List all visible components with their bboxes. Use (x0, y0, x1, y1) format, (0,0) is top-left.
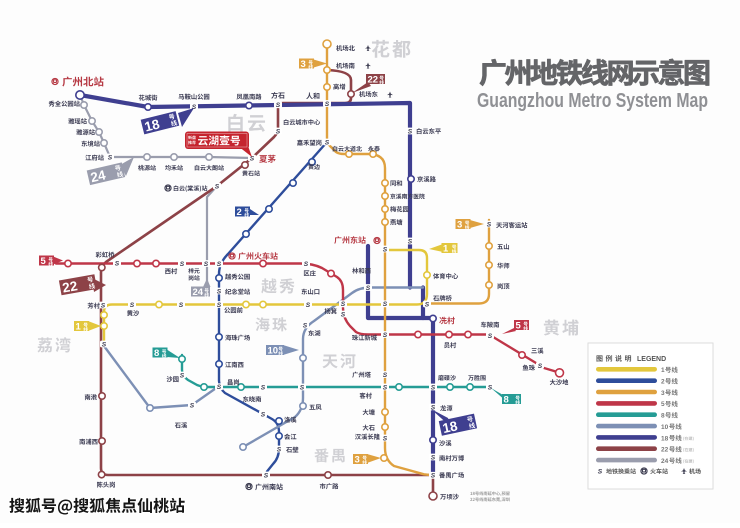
svg-text:S: S (431, 454, 436, 461)
svg-text:S: S (217, 302, 222, 309)
svg-text:S: S (264, 472, 269, 479)
svg-text:S: S (102, 341, 107, 348)
svg-text:2: 2 (661, 379, 665, 386)
svg-text:S: S (101, 302, 106, 309)
svg-text:S: S (431, 404, 436, 411)
svg-text:5: 5 (41, 256, 47, 267)
svg-text:5: 5 (661, 401, 665, 408)
svg-text:S: S (341, 301, 346, 308)
svg-text:2: 2 (237, 207, 242, 218)
svg-text:S: S (431, 384, 436, 391)
svg-text:S: S (383, 246, 388, 253)
svg-text:S: S (383, 384, 388, 391)
svg-text:S: S (215, 183, 220, 190)
svg-text:S: S (538, 363, 543, 370)
svg-text:S: S (325, 139, 330, 146)
svg-text:S: S (277, 446, 282, 453)
svg-text:S: S (383, 372, 388, 379)
svg-text:18: 18 (441, 418, 459, 436)
svg-text:S: S (130, 302, 135, 309)
svg-text:3: 3 (355, 454, 360, 465)
svg-text:S: S (115, 260, 120, 267)
svg-text:S: S (108, 154, 113, 161)
svg-text:S: S (488, 333, 493, 340)
svg-text:S: S (425, 301, 430, 308)
svg-text:S: S (300, 384, 305, 391)
svg-text:S: S (250, 155, 255, 162)
svg-text:S: S (325, 101, 330, 108)
svg-text:10: 10 (268, 345, 279, 356)
svg-text:S: S (190, 402, 195, 409)
svg-text:18: 18 (143, 116, 162, 134)
svg-text:S: S (366, 285, 371, 292)
svg-text:S: S (217, 384, 222, 391)
svg-text:S: S (383, 301, 388, 308)
svg-text:3: 3 (457, 219, 462, 230)
svg-text:S: S (179, 302, 184, 309)
svg-text:S: S (306, 302, 311, 309)
svg-text:1: 1 (76, 321, 82, 332)
svg-text:22: 22 (661, 447, 669, 454)
svg-text:Guangzhou Metro System Map: Guangzhou Metro System Map (477, 89, 708, 112)
svg-text:S: S (261, 384, 266, 391)
svg-text:3: 3 (661, 390, 665, 397)
svg-text:S: S (341, 311, 346, 318)
svg-text:S: S (180, 261, 185, 268)
svg-text:8: 8 (504, 394, 509, 405)
svg-text:10: 10 (661, 424, 669, 431)
svg-text:8: 8 (661, 413, 665, 420)
svg-text:S: S (180, 372, 185, 379)
svg-text:S: S (217, 288, 222, 295)
svg-text:S: S (204, 261, 209, 268)
svg-text:S: S (408, 238, 413, 245)
svg-text:S: S (217, 261, 222, 268)
svg-text:18: 18 (661, 435, 669, 442)
svg-text:1: 1 (661, 367, 665, 374)
svg-text:S: S (408, 128, 413, 135)
svg-text:S: S (383, 435, 388, 442)
svg-text:S: S (488, 384, 493, 391)
svg-text:24: 24 (661, 458, 669, 465)
svg-text:LEGEND: LEGEND (637, 356, 666, 363)
svg-text:24: 24 (193, 287, 204, 298)
svg-text:S: S (383, 332, 388, 339)
svg-text:S: S (261, 411, 266, 418)
svg-text:S: S (598, 468, 603, 475)
svg-text:S: S (276, 128, 281, 135)
svg-text:S: S (276, 102, 281, 109)
svg-text:22: 22 (61, 278, 78, 295)
svg-text:S: S (487, 221, 492, 228)
svg-text:S: S (303, 322, 308, 329)
svg-text:8: 8 (154, 348, 159, 359)
svg-text:S: S (304, 261, 309, 268)
svg-text:S: S (431, 473, 436, 480)
svg-text:5: 5 (516, 320, 522, 331)
svg-text:24: 24 (89, 167, 107, 185)
svg-text:1: 1 (443, 243, 449, 254)
svg-text:S: S (192, 104, 197, 111)
svg-text:22: 22 (368, 74, 379, 85)
svg-text:3: 3 (301, 59, 306, 70)
